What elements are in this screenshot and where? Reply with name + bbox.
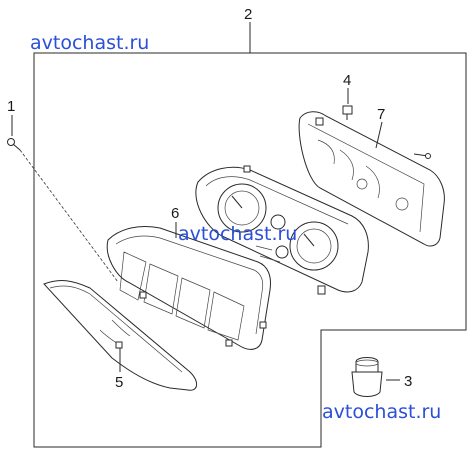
gauge-cluster	[195, 165, 369, 295]
part-4-screw	[342, 88, 431, 159]
part-7-circuit-board	[298, 111, 445, 247]
callout-6: 6	[171, 205, 179, 222]
assembly-dash-line	[19, 149, 119, 283]
watermark-bottom: avtochast.ru	[322, 401, 441, 423]
callout-3: 3	[404, 373, 412, 390]
part-1-bulb	[7, 115, 119, 283]
watermark-top: avtochast.ru	[30, 32, 149, 54]
callout-1: 1	[7, 98, 15, 115]
part-5-lens	[43, 280, 197, 391]
callout-4: 4	[343, 72, 351, 89]
callout-5: 5	[115, 374, 123, 391]
leader-7	[375, 121, 383, 149]
assembly-frame	[33, 52, 467, 448]
watermark-middle: avtochast.ru	[178, 223, 297, 245]
callout-7: 7	[377, 106, 385, 123]
part-6-bezel	[106, 222, 271, 350]
part-3-socket	[351, 357, 400, 397]
callout-2: 2	[244, 6, 252, 23]
